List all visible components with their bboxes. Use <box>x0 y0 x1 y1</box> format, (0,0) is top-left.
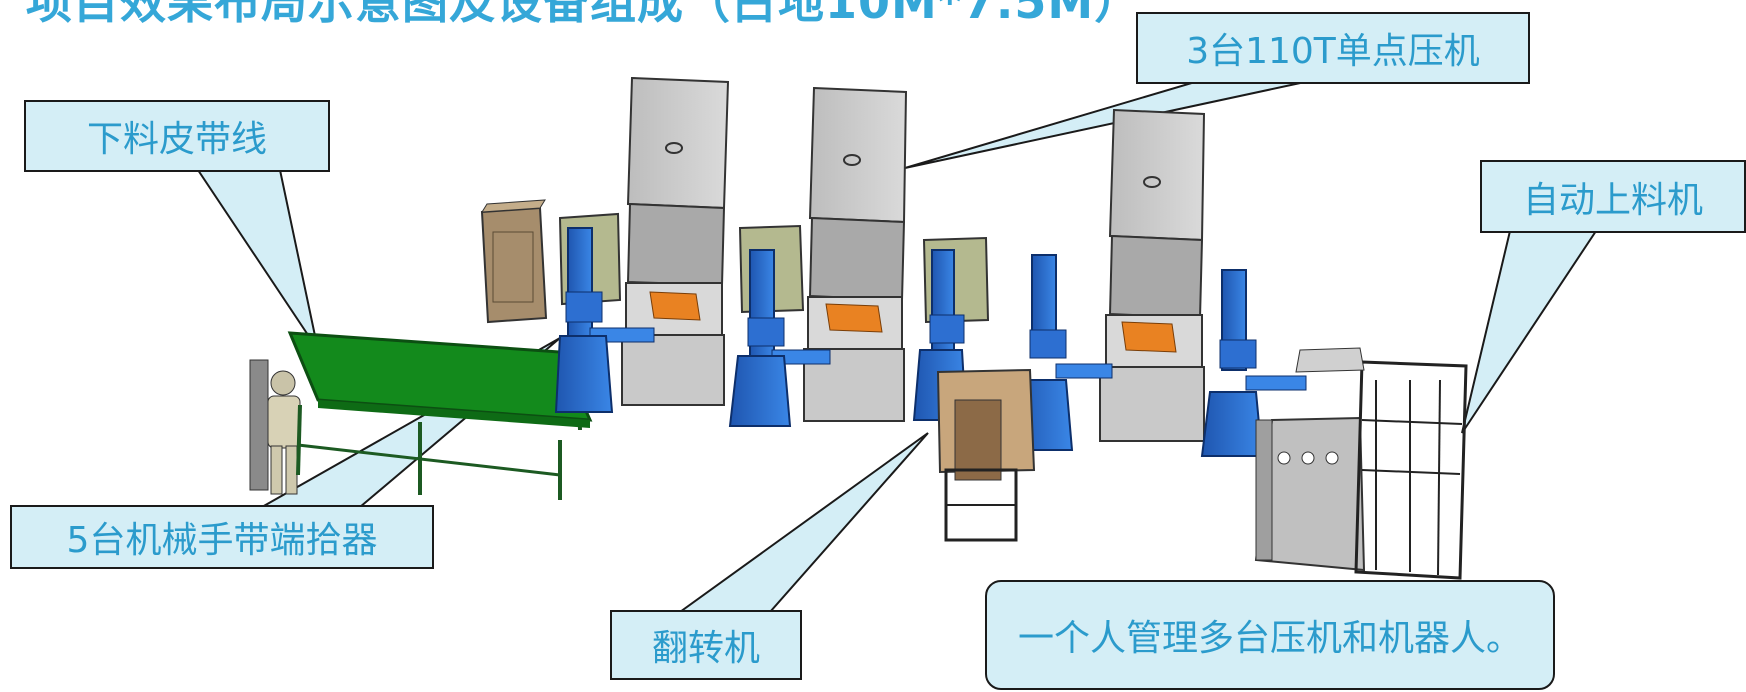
turnover-callout-pointer <box>676 432 929 613</box>
turnover-machine <box>936 368 1036 542</box>
auto-loader-callout-pointer <box>1461 230 1598 434</box>
auto-loader <box>1254 347 1468 580</box>
page-title: 项目效果布局示意图及设备组成（占地10M*7.5M） <box>26 0 1142 29</box>
callout-robots: 5台机械手带端拾器 <box>10 505 434 569</box>
operator-figure <box>249 359 301 495</box>
robot-2 <box>728 249 831 427</box>
electrical-cabinet <box>480 199 548 324</box>
unload-belt-callout-pointer <box>196 169 319 351</box>
robot-1 <box>554 227 655 413</box>
press-callout-pointer <box>904 81 1306 169</box>
callout-press: 3台110T单点压机 <box>1136 12 1530 84</box>
callout-note: 一个人管理多台压机和机器人。 <box>985 580 1555 690</box>
callout-auto-loader: 自动上料机 <box>1480 160 1746 233</box>
callout-unload-belt: 下料皮带线 <box>24 100 330 172</box>
callout-turnover: 翻转机 <box>610 610 802 680</box>
